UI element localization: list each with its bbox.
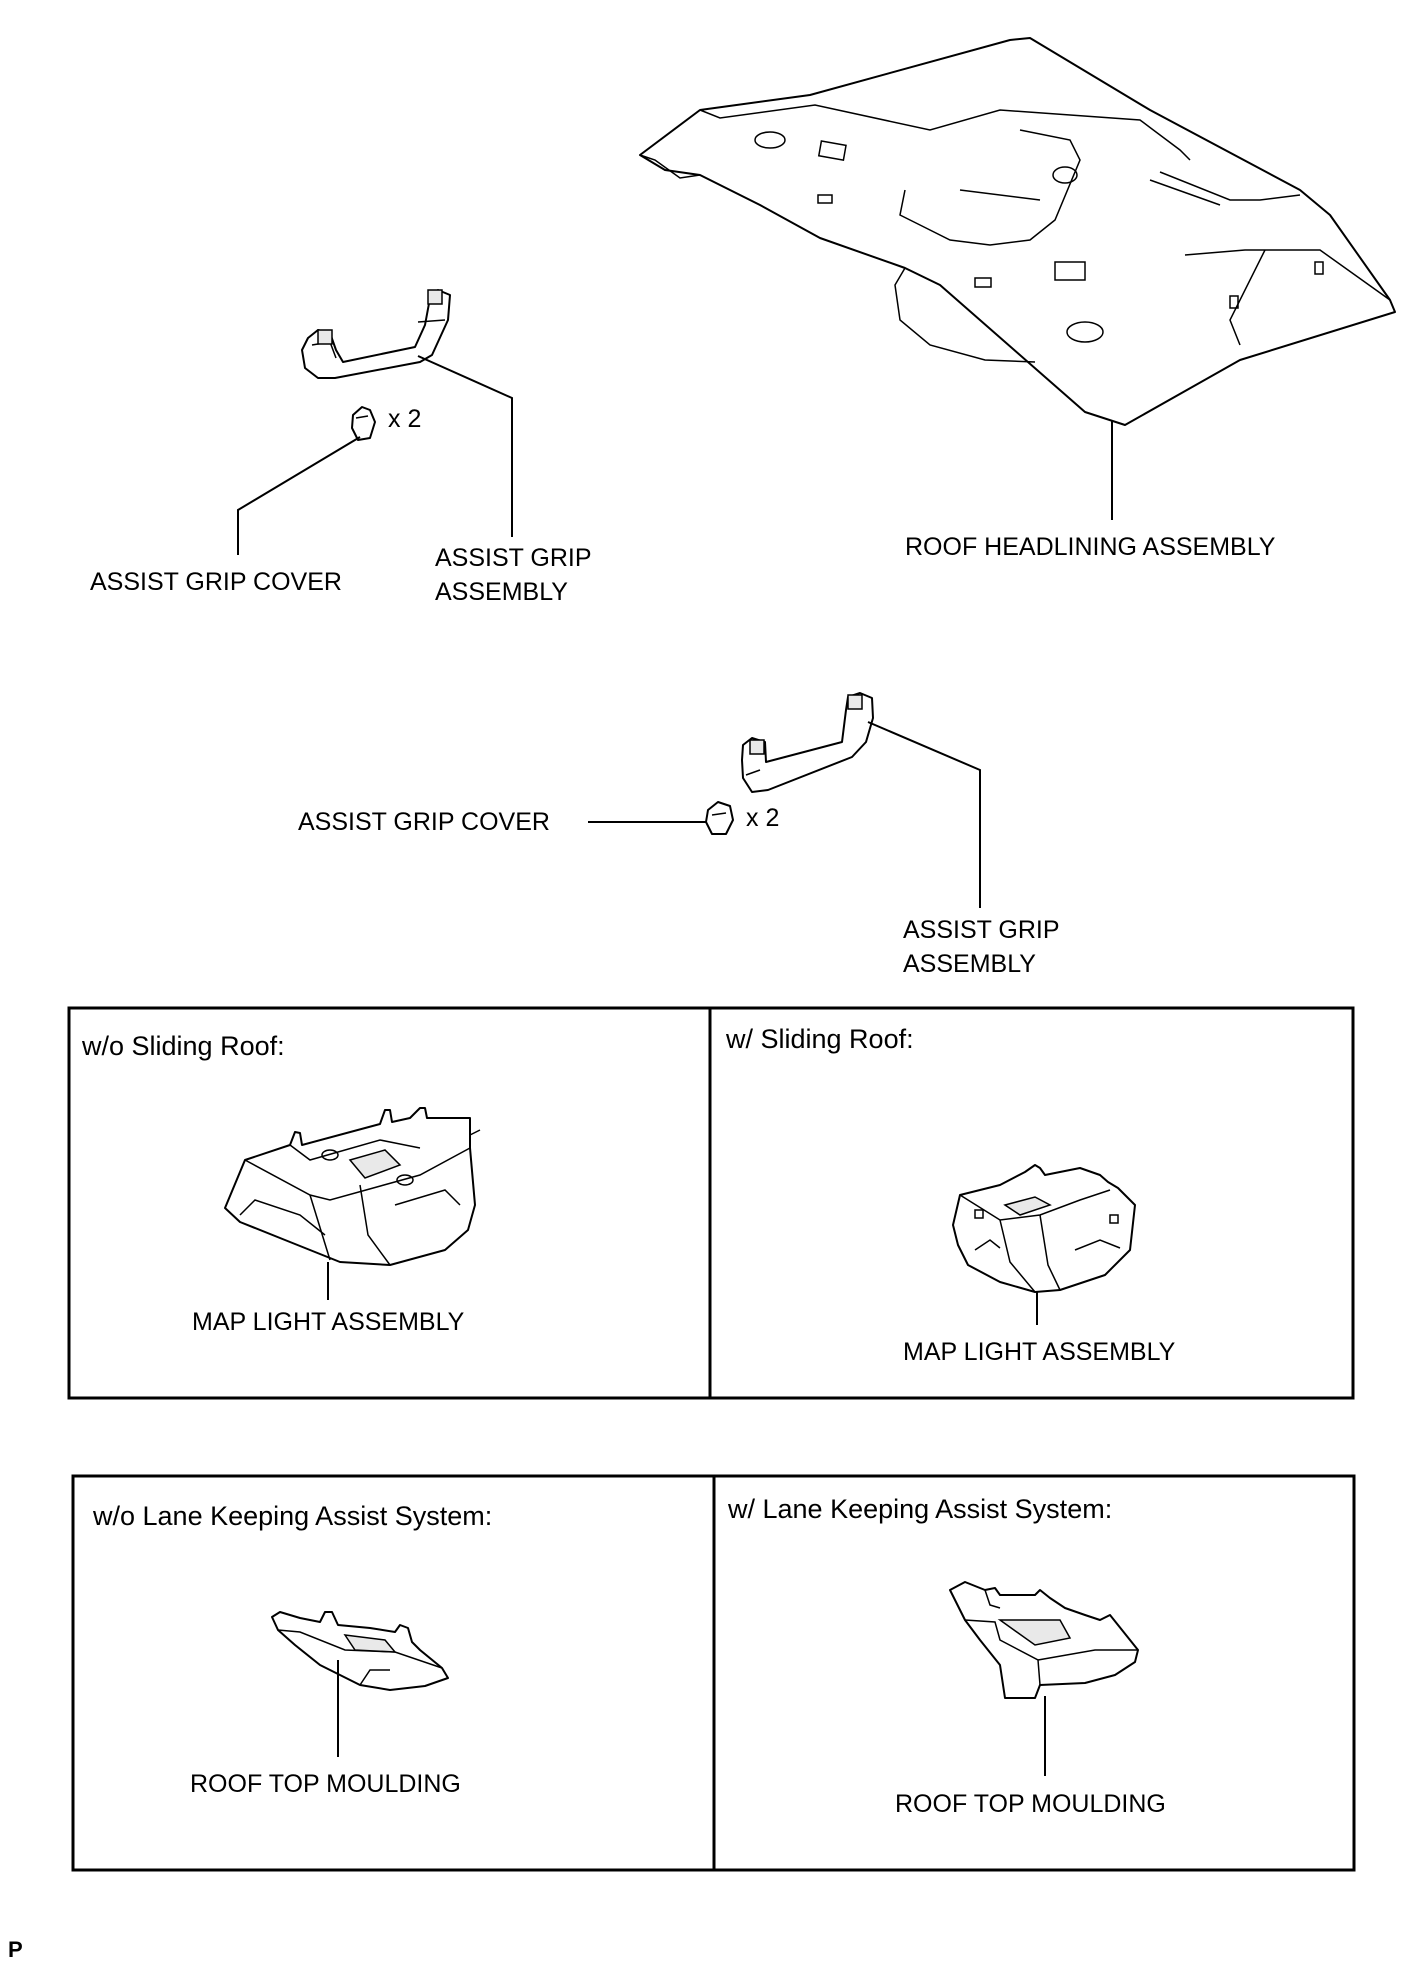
map-light-right-label: MAP LIGHT ASSEMBLY	[903, 1338, 1176, 1366]
rear-assist-grip-illustration	[301, 289, 451, 379]
rear-assist-grip-cover-label: ASSIST GRIP COVER	[90, 568, 342, 596]
roof-top-moulding-lka-illustration	[949, 1581, 1139, 1699]
map-light-right-caption: w/ Sliding Roof:	[725, 1024, 914, 1054]
rear-assist-grip-cover-illustration	[351, 406, 376, 441]
map-light-sliding-roof-illustration	[952, 1164, 1136, 1293]
rear-assist-grip-leader	[417, 355, 513, 537]
front-cover-quantity: x 2	[746, 804, 779, 832]
rear-assist-grip-cover-leader	[237, 436, 361, 555]
rear-assist-grip-label-line2: ASSEMBLY	[435, 578, 568, 606]
moulding-right-caption: w/ Lane Keeping Assist System:	[727, 1494, 1112, 1524]
front-assist-grip-leader	[867, 721, 981, 908]
rear-cover-quantity: x 2	[388, 405, 421, 433]
front-assist-grip-label-line1: ASSIST GRIP	[903, 916, 1060, 944]
moulding-left-caption: w/o Lane Keeping Assist System:	[92, 1501, 492, 1531]
moulding-left-label: ROOF TOP MOULDING	[190, 1770, 461, 1798]
map-light-left-caption: w/o Sliding Roof:	[81, 1031, 285, 1061]
front-assist-grip-cover-label: ASSIST GRIP COVER	[298, 808, 550, 836]
map-light-left-label: MAP LIGHT ASSEMBLY	[192, 1308, 465, 1336]
moulding-right-label: ROOF TOP MOULDING	[895, 1790, 1166, 1818]
front-assist-grip-illustration	[741, 692, 874, 793]
map-light-no-sliding-roof-illustration	[224, 1107, 481, 1266]
roof-headlining-label: ROOF HEADLINING ASSEMBLY	[905, 533, 1276, 561]
roof-top-moulding-no-lka-illustration	[271, 1611, 449, 1691]
roof-headlining-illustration	[639, 37, 1396, 426]
illustration-code: P	[8, 1937, 23, 1962]
front-assist-grip-cover-illustration	[705, 801, 734, 835]
front-assist-grip-label-line2: ASSEMBLY	[903, 950, 1036, 978]
rear-assist-grip-label-line1: ASSIST GRIP	[435, 544, 592, 572]
